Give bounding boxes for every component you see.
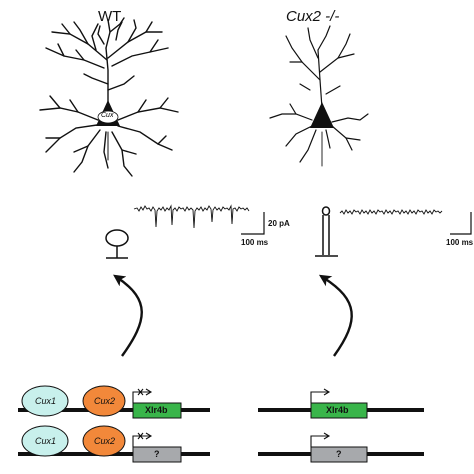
wt-cux2-protein-1 (82, 385, 126, 417)
ko-scale-bar (450, 212, 472, 235)
ko-xlr4b-box (310, 402, 368, 419)
wt-scale-current-label: 20 pA (268, 219, 290, 228)
ko-scale-time-label: 100 ms (446, 238, 474, 247)
wt-cux1-protein-2 (21, 425, 69, 457)
mushroom-spine-icon (105, 229, 129, 259)
wt-scale-bar (241, 212, 265, 235)
wt-cux1-label-2: Cux1 (35, 436, 57, 446)
wt-soma-label: Cux (101, 112, 114, 119)
wt-xlr4b-label: Xlr4b (145, 405, 168, 415)
ko-xlr4b-label: Xlr4b (326, 405, 349, 415)
thin-spine-icon (315, 206, 338, 257)
wt-tss-arrow-icon-2 (132, 432, 153, 447)
wt-unknown-label: ? (154, 449, 160, 459)
ko-tss-arrow-icon-1 (310, 388, 331, 403)
ko-tss-arrow-icon-2 (310, 432, 331, 447)
wt-cux2-protein-2 (82, 425, 126, 457)
wt-cux2-label-1: Cux2 (94, 396, 116, 406)
wt-neuron (39, 17, 179, 177)
ko-title: Cux2 -/- (286, 8, 340, 25)
ko-current-trace (339, 209, 443, 215)
wt-cux1-label-1: Cux1 (35, 396, 57, 406)
ko-curved-arrow (318, 274, 353, 357)
wt-current-trace (133, 204, 250, 229)
ko-soma (310, 102, 334, 128)
wt-unknown-box (132, 446, 182, 463)
wt-title: WT (98, 8, 122, 25)
wt-xlr4b-box (132, 402, 182, 419)
ko-unknown-label: ? (336, 449, 342, 459)
wt-curved-arrow (113, 274, 143, 357)
wt-cux2-label-2: Cux2 (94, 436, 116, 446)
wt-cux1-protein-1 (21, 385, 69, 417)
ko-unknown-box (310, 446, 368, 463)
wt-tss-arrow-icon-1 (132, 388, 153, 403)
ko-neuron (269, 25, 369, 167)
wt-soma-nucleus (97, 110, 119, 124)
wt-scale-time-label: 100 ms (241, 238, 269, 247)
